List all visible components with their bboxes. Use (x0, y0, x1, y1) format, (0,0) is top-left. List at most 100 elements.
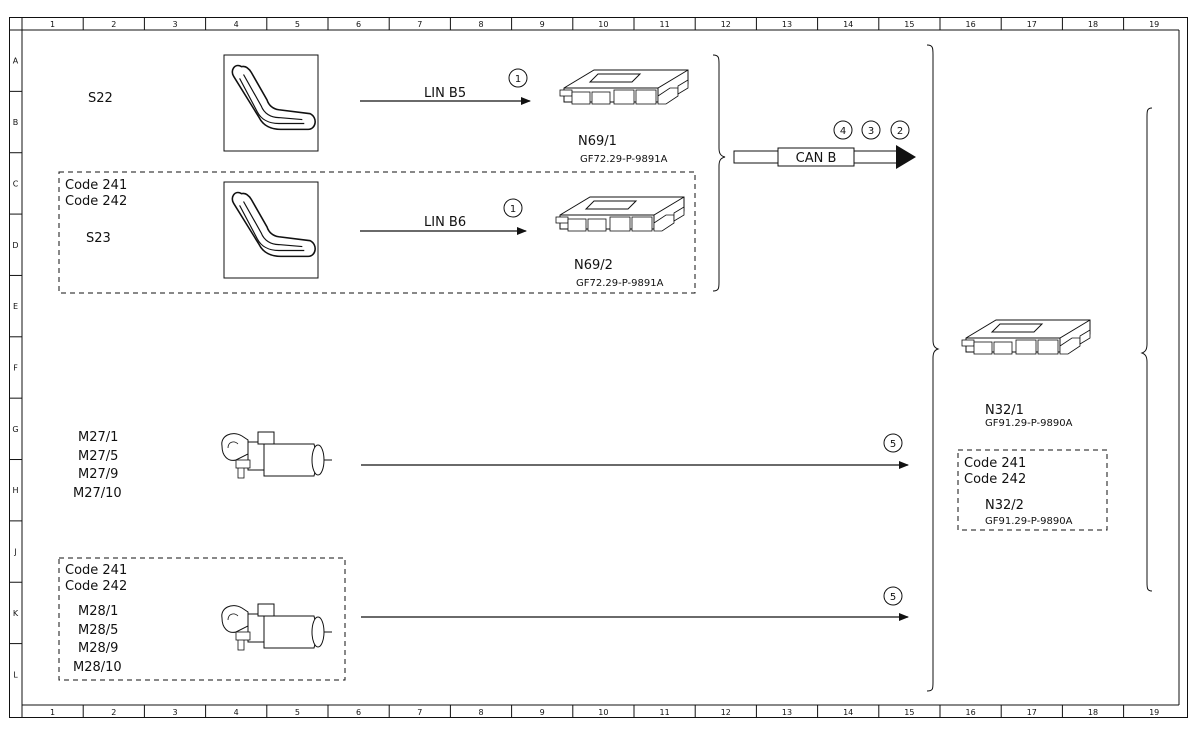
can-b-ref-circle-2 (861, 120, 881, 140)
m27-label-4: M27/10 (73, 486, 122, 501)
ruler-column-label-bottom: 16 (966, 708, 976, 717)
m28-ref: 5 (890, 592, 896, 603)
m28-code-241: Code 241 (65, 563, 127, 578)
s23-option-box (58, 171, 696, 294)
ruler-column-label-top: 13 (782, 20, 792, 29)
ruler-column-label-top: 11 (660, 20, 670, 29)
ruler-row-label: C (13, 179, 19, 188)
ruler-row-label: G (12, 425, 18, 434)
ruler-column-label-bottom: 1 (50, 708, 55, 717)
ruler-column-label-bottom: 4 (234, 708, 239, 717)
n32-2-option-box (957, 449, 1108, 531)
ruler-row-label: F (13, 363, 18, 372)
ruler-row-label: B (13, 118, 19, 127)
n69-1-part: GF72.29-P-9891A (580, 154, 668, 165)
can-b-label: CAN B (796, 151, 837, 166)
can-b-bus-arrow (733, 145, 916, 169)
continuation-brace (1140, 107, 1153, 592)
m27-motor-icon (221, 431, 333, 479)
s23-seat-switch-icon (223, 181, 319, 279)
m27-label-3: M27/9 (78, 467, 118, 482)
lin-b6-label: LIN B6 (424, 215, 466, 230)
n32-2-code-241: Code 241 (964, 456, 1026, 471)
lin-b6-ref: 1 (510, 204, 516, 215)
ruler-row-label: A (13, 57, 19, 66)
s23-code-241: Code 241 (65, 178, 127, 193)
n32-2-code-242: Code 242 (964, 472, 1026, 487)
ruler-column-label-bottom: 10 (598, 708, 608, 717)
m28-label-2: M28/5 (78, 623, 118, 638)
ruler-column-label-top: 6 (356, 20, 361, 29)
ruler-row-label: L (13, 670, 18, 679)
m28-label-3: M28/9 (78, 641, 118, 656)
ruler-column-label-top: 15 (904, 20, 914, 29)
ruler-column-label-bottom: 5 (295, 708, 300, 717)
ruler-column-label-bottom: 8 (478, 708, 483, 717)
n32-1-part: GF91.29-P-9890A (985, 418, 1073, 429)
can-b-ref-2: 3 (868, 126, 874, 137)
ruler-column-label-top: 14 (843, 20, 853, 29)
ruler-row-label: D (12, 241, 18, 250)
ruler-column-label-top: 2 (111, 20, 116, 29)
lin-b6-ref-circle (503, 198, 523, 218)
ruler-column-label-top: 17 (1027, 20, 1037, 29)
ruler-frame: 1122334455667788991010111112121313141415… (9, 17, 1188, 718)
m27-label-2: M27/5 (78, 449, 118, 464)
ruler-column-label-bottom: 18 (1088, 708, 1098, 717)
ruler-column-label-bottom: 2 (111, 708, 116, 717)
ruler-column-label-top: 18 (1088, 20, 1098, 29)
ruler-column-label-bottom: 3 (172, 708, 177, 717)
m27-ref: 5 (890, 439, 896, 450)
ruler-column-label-top: 19 (1149, 20, 1159, 29)
m28-label-1: M28/1 (78, 604, 118, 619)
ruler-column-label-top: 4 (234, 20, 239, 29)
ruler-column-label-top: 7 (417, 20, 422, 29)
s22-label: S22 (88, 91, 113, 106)
ruler-column-label-bottom: 17 (1027, 708, 1037, 717)
n69-2-ecu-icon (555, 196, 685, 232)
lin-b5-ref-circle (508, 68, 528, 88)
can-b-ref-circle-1 (833, 120, 853, 140)
m28-ref-circle (883, 586, 903, 606)
ruler-column-label-top: 1 (50, 20, 55, 29)
m28-motor-icon (221, 603, 333, 651)
ruler-row-label: H (12, 486, 18, 495)
ruler-row-label: E (13, 302, 18, 311)
ruler-column-label-bottom: 12 (721, 708, 731, 717)
n69-1-ecu-icon (559, 69, 689, 105)
ruler-column-label-top: 12 (721, 20, 731, 29)
ruler-column-label-top: 3 (172, 20, 177, 29)
m27-ref-circle (883, 433, 903, 453)
ruler-column-label-top: 8 (478, 20, 483, 29)
n32-2-part: GF91.29-P-9890A (985, 516, 1073, 527)
ruler-column-label-top: 10 (598, 20, 608, 29)
ruler-column-label-bottom: 14 (843, 708, 853, 717)
s22-seat-switch-icon (223, 54, 319, 152)
m27-label-1: M27/1 (78, 430, 118, 445)
lin-b5-label: LIN B5 (424, 86, 466, 101)
ruler-column-label-top: 16 (966, 20, 976, 29)
s23-label: S23 (86, 231, 111, 246)
ruler-row-label: K (13, 609, 19, 618)
ruler-row-label: J (13, 548, 16, 557)
can-b-ref-1: 4 (840, 126, 846, 137)
n32-1-label: N32/1 (985, 403, 1024, 418)
m28-option-box (58, 557, 346, 681)
can-b-ref-3: 2 (897, 126, 903, 137)
m28-label-4: M28/10 (73, 660, 122, 675)
ruler-column-label-bottom: 11 (660, 708, 670, 717)
m28-code-242: Code 242 (65, 579, 127, 594)
lin-b5-ref: 1 (515, 74, 521, 85)
n69-1-label: N69/1 (578, 134, 617, 149)
ruler-column-label-bottom: 6 (356, 708, 361, 717)
n69-2-label: N69/2 (574, 258, 613, 273)
ruler-column-label-bottom: 9 (540, 708, 545, 717)
ruler-column-label-bottom: 19 (1149, 708, 1159, 717)
ruler-column-label-top: 5 (295, 20, 300, 29)
ruler-column-label-bottom: 13 (782, 708, 792, 717)
n32-2-label: N32/2 (985, 498, 1024, 513)
n69-2-part: GF72.29-P-9891A (576, 278, 664, 289)
ruler-column-label-top: 9 (540, 20, 545, 29)
ruler-column-label-bottom: 15 (904, 708, 914, 717)
